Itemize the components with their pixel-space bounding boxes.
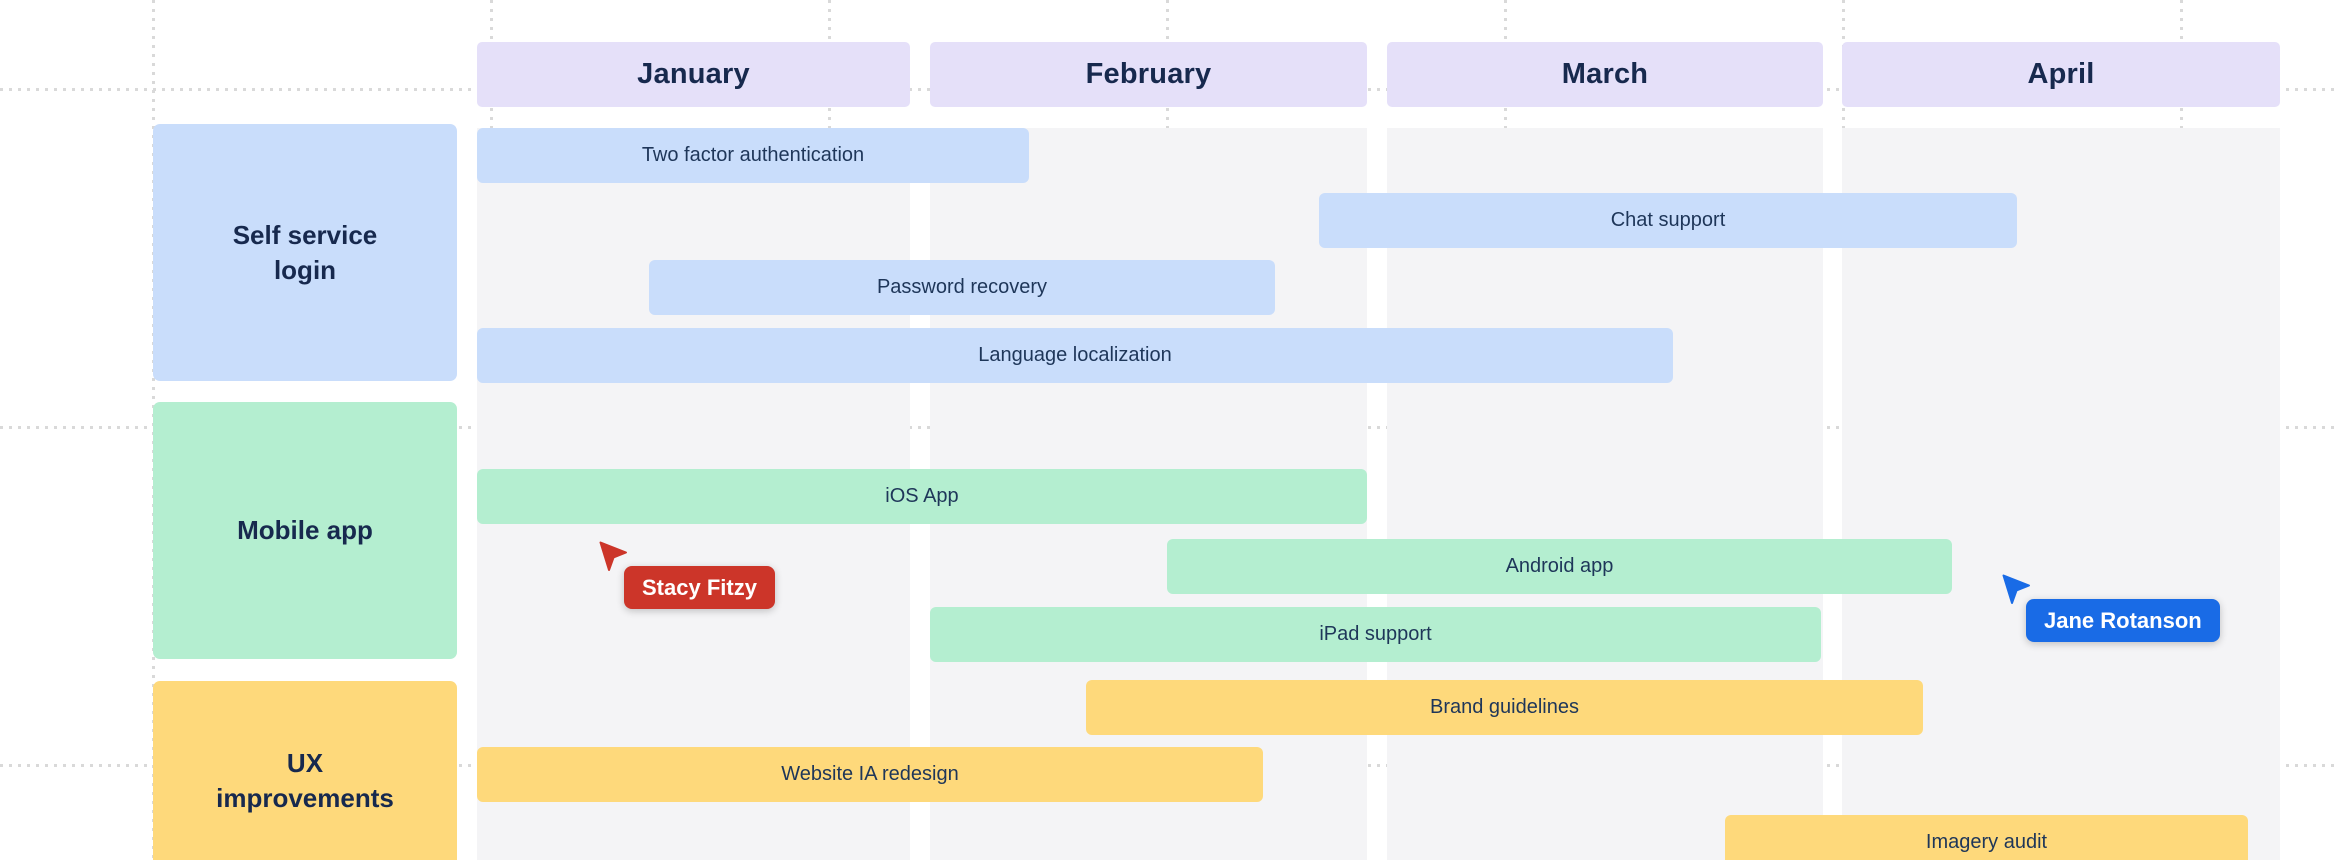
month-label: April	[2027, 58, 2095, 90]
task-label: Website IA redesign	[781, 763, 959, 785]
category-box-self-service-login[interactable]: Self service login	[153, 124, 457, 381]
task-label: Two factor authentication	[641, 144, 865, 166]
task-bar-two-factor-authentication[interactable]: Two factor authentication	[477, 128, 1029, 183]
cursor-user-name: Stacy Fitzy	[642, 574, 757, 600]
task-label: iOS App	[885, 485, 959, 507]
month-label: February	[1085, 58, 1212, 90]
remote-cursor-jane-arrow-icon	[2002, 574, 2031, 606]
remote-cursor-stacy-arrow-icon	[599, 541, 628, 573]
task-label: iPad support	[1319, 623, 1432, 645]
task-bar-android-app[interactable]: Android app	[1167, 539, 1952, 594]
remote-cursor-stacy-name-badge: Stacy Fitzy	[624, 566, 775, 609]
month-column-march[interactable]	[1387, 128, 1823, 860]
month-label: January	[637, 58, 750, 90]
task-bar-chat-support[interactable]: Chat support	[1319, 193, 2017, 248]
cursor-user-name: Jane Rotanson	[2044, 607, 2202, 633]
category-box-ux-improvements[interactable]: UX improvements	[153, 681, 457, 860]
month-label: March	[1561, 58, 1649, 90]
task-label: Language localization	[978, 344, 1172, 366]
month-column-april[interactable]	[1842, 128, 2280, 860]
category-label: Mobile app	[237, 515, 373, 546]
task-bar-imagery-audit[interactable]: Imagery audit	[1725, 815, 2248, 860]
task-bar-password-recovery[interactable]: Password recovery	[649, 260, 1275, 315]
month-header-february[interactable]: February	[930, 42, 1367, 107]
task-label: Chat support	[1610, 209, 1726, 231]
task-label: Android app	[1505, 555, 1614, 577]
task-label: Password recovery	[876, 276, 1048, 298]
task-label: Brand guidelines	[1430, 696, 1579, 718]
task-label: Imagery audit	[1925, 831, 2048, 853]
task-bar-ipad-support[interactable]: iPad support	[930, 607, 1821, 662]
category-label: UX improvements	[216, 748, 394, 813]
month-header-january[interactable]: January	[477, 42, 910, 107]
category-box-mobile-app[interactable]: Mobile app	[153, 402, 457, 659]
remote-cursor-jane-name-badge: Jane Rotanson	[2026, 599, 2220, 642]
task-bar-brand-guidelines[interactable]: Brand guidelines	[1086, 680, 1923, 735]
task-bar-website-ia-redesign[interactable]: Website IA redesign	[477, 747, 1263, 802]
month-header-april[interactable]: April	[1842, 42, 2280, 107]
task-bar-ios-app[interactable]: iOS App	[477, 469, 1367, 524]
month-header-march[interactable]: March	[1387, 42, 1823, 107]
task-bar-language-localization[interactable]: Language localization	[477, 328, 1673, 383]
category-label: Self service login	[232, 220, 378, 285]
